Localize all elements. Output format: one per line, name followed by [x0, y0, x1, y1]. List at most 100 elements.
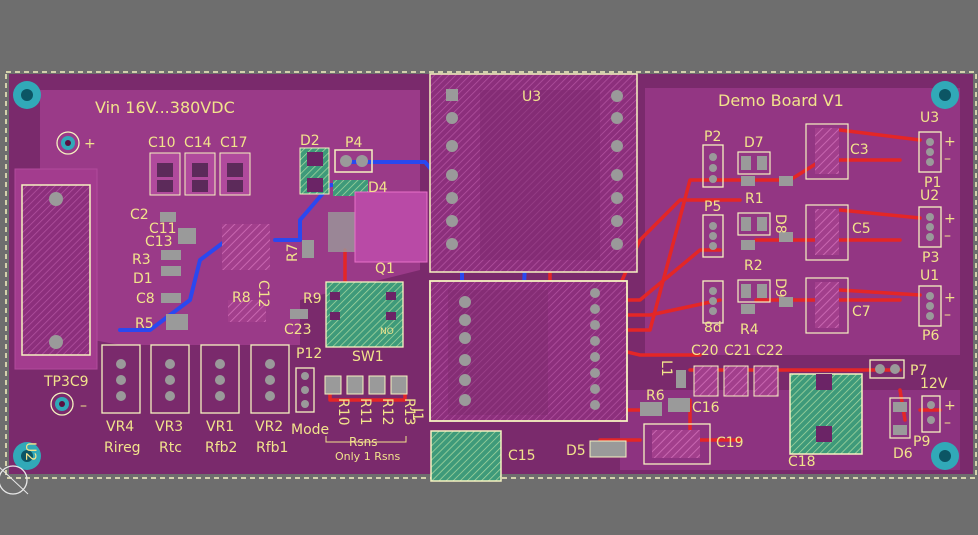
label-p2: P2	[704, 129, 721, 145]
label-r6: R6	[646, 388, 665, 404]
label-u3-right: U3	[920, 110, 939, 126]
label-c14: C14	[184, 135, 212, 151]
label-sw1: SW1	[352, 349, 384, 365]
label-r3: R3	[132, 252, 151, 268]
label-rfb1: Rfb1	[256, 440, 288, 456]
label-p7: P7	[910, 363, 927, 379]
label-d6: D6	[893, 446, 913, 462]
label-only1rsns: Only 1 Rsns	[335, 450, 401, 463]
sense-resistors	[324, 375, 408, 395]
label-r1: R1	[745, 191, 764, 207]
label-r11: R11	[357, 398, 373, 426]
label-q1: Q1	[375, 261, 395, 277]
label-j1: J1	[409, 407, 425, 421]
minus-sign: –	[80, 398, 87, 414]
label-r12: R12	[379, 398, 395, 426]
label-vr2: VR2	[255, 419, 283, 435]
label-minus-2: –	[944, 228, 951, 244]
label-c19: C19	[716, 435, 744, 451]
label-mode: Mode	[291, 422, 329, 438]
label-r5: R5	[135, 316, 154, 332]
label-l1: L1	[658, 360, 674, 377]
label-c7: C7	[852, 304, 871, 320]
label-u2-right: U2	[920, 188, 939, 204]
u3-module	[429, 73, 638, 273]
label-d2: D2	[300, 133, 320, 149]
silkscreen-labels: Demo Board V1 Vin 16V...380VDC + – U3 U3…	[22, 89, 956, 470]
label-r2: R2	[744, 258, 763, 274]
label-12v: 12V	[920, 376, 948, 392]
capacitors-c10-c14-c17	[149, 152, 251, 196]
label-p9: P9	[913, 434, 930, 450]
label-p6: P6	[922, 328, 939, 344]
label-p1: P1	[924, 175, 941, 191]
label-plus-3: +	[944, 290, 956, 306]
label-d8: D8	[772, 214, 788, 234]
output-channels	[702, 123, 942, 334]
label-c2: C2	[130, 207, 149, 223]
board-title: Demo Board V1	[718, 91, 844, 110]
label-p8: 8d	[704, 320, 722, 336]
label-plus-2: +	[944, 211, 956, 227]
label-u3-big: U3	[522, 89, 541, 105]
label-minus-4: –	[944, 415, 951, 431]
label-d7: D7	[744, 135, 764, 151]
label-plus-4: +	[944, 398, 956, 414]
label-c20: C20	[691, 343, 719, 359]
mounting-holes	[0, 81, 959, 495]
label-tp3c9: TP3C9	[43, 374, 89, 390]
label-d5: D5	[566, 443, 586, 459]
label-vr3: VR3	[155, 419, 183, 435]
label-vr4: VR4	[106, 419, 134, 435]
label-minus-1: –	[944, 151, 951, 167]
label-p5: P5	[704, 199, 721, 215]
label-c11: C11	[149, 221, 177, 237]
label-r10: R10	[335, 398, 351, 426]
label-vr1: VR1	[206, 419, 234, 435]
label-c8: C8	[136, 291, 155, 307]
label-rfb2: Rfb2	[205, 440, 237, 456]
power-stage	[299, 147, 428, 348]
label-r8: R8	[232, 290, 251, 306]
smd-cluster	[160, 212, 308, 330]
label-r7: R7	[285, 243, 301, 262]
label-plus-1: +	[944, 134, 956, 150]
label-p4: P4	[345, 135, 362, 151]
label-r4: R4	[740, 322, 759, 338]
copper-pour-right	[645, 88, 960, 355]
label-p3: P3	[922, 250, 939, 266]
label-c12: C12	[255, 280, 271, 308]
input-voltage-label: Vin 16V...380VDC	[95, 98, 235, 117]
input-test-points	[50, 131, 80, 416]
label-u2-left: U2	[22, 442, 38, 461]
label-c23: C23	[284, 322, 312, 338]
label-c10: C10	[148, 135, 176, 151]
label-u1-right: U1	[920, 268, 939, 284]
label-c16: C16	[692, 400, 720, 416]
label-p12: P12	[296, 346, 322, 362]
label-c21: C21	[724, 343, 752, 359]
label-minus-3: –	[944, 307, 951, 323]
label-c5: C5	[852, 221, 871, 237]
label-d9: D9	[772, 278, 788, 298]
label-no: NO	[380, 327, 394, 337]
label-c22: C22	[756, 343, 784, 359]
bottom-components	[430, 359, 941, 482]
input-terminal	[14, 168, 98, 370]
board-keepout-outline	[5, 71, 977, 479]
trimmer-potentiometers	[101, 344, 315, 414]
plus-sign: +	[84, 136, 96, 152]
rsns-bracket	[325, 436, 407, 443]
label-r13: R13	[401, 398, 417, 426]
label-c13: C13	[145, 234, 173, 250]
label-c15: C15	[508, 448, 536, 464]
label-c17: C17	[220, 135, 248, 151]
label-c18: C18	[788, 454, 816, 470]
label-rireg: Rireg	[104, 440, 141, 456]
label-rtc: Rtc	[159, 440, 182, 456]
label-r9: R9	[303, 291, 322, 307]
label-d4: D4	[368, 180, 388, 196]
j1-connector	[429, 280, 628, 422]
